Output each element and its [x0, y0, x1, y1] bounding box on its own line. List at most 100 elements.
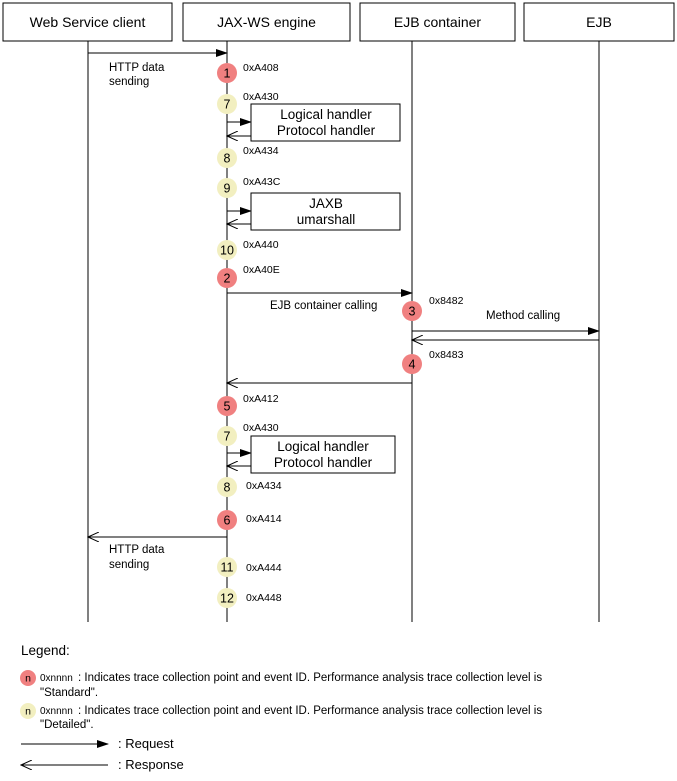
message-label: sending: [109, 559, 149, 571]
trace-marker: [217, 557, 237, 577]
trace-code: 0xA414: [246, 513, 282, 525]
message-http-in: HTTP data sending: [88, 49, 228, 88]
participant-label: EJB: [586, 14, 612, 30]
trace-marker: [217, 268, 237, 288]
message-label: EJB container calling: [270, 300, 377, 312]
trace-point-4: 4 0x8483: [402, 349, 464, 374]
legend-detailed-text: : Indicates trace collection point and e…: [78, 705, 542, 717]
trace-point-2: 2 0xA40E: [217, 264, 280, 288]
handler-box-1: Logical handler Protocol handler: [227, 103, 401, 142]
legend-request: : Request: [21, 736, 174, 751]
trace-number: 7: [224, 98, 231, 112]
trace-marker: [217, 94, 237, 114]
trace-point-9: 9 0xA43C: [217, 176, 281, 198]
trace-marker: [217, 588, 237, 608]
legend-marker-letter: n: [25, 706, 31, 718]
handler-box-line: Protocol handler: [274, 455, 373, 470]
trace-code: 0x8483: [429, 349, 464, 361]
message-http-out: HTTP data sending: [88, 537, 227, 571]
legend-request-label: : Request: [118, 736, 174, 751]
handler-box-line: Logical handler: [277, 439, 369, 454]
trace-point-3: 3 0x8482: [402, 295, 464, 321]
handler-box-line: JAXB: [309, 196, 343, 211]
participant-client: Web Service client: [2, 2, 173, 42]
participant-ejb: EJB: [523, 2, 675, 42]
handler-box-line: Protocol handler: [277, 123, 376, 138]
trace-code: 0xA440: [243, 239, 279, 251]
trace-marker: [217, 426, 237, 446]
trace-number: 12: [220, 592, 234, 606]
legend-marker-letter: n: [25, 673, 31, 685]
participant-engine: JAX-WS engine: [182, 2, 351, 42]
trace-marker: [217, 477, 237, 497]
trace-code: 0xA448: [246, 592, 282, 604]
trace-code: 0xA430: [243, 422, 279, 434]
trace-number: 6: [224, 514, 231, 528]
trace-number: 9: [224, 182, 231, 196]
legend-response: : Response: [21, 757, 184, 772]
handler-box-line: Logical handler: [280, 107, 372, 122]
trace-point-7a: 7 0xA430: [217, 91, 279, 114]
handler-box-2: Logical handler Protocol handler: [227, 435, 396, 474]
trace-point-8a: 8 0xA434: [217, 145, 279, 168]
legend-standard-text: "Standard".: [40, 687, 98, 699]
trace-code: 0xA412: [243, 393, 279, 405]
handler-box-jaxb: JAXB umarshall: [227, 192, 401, 231]
trace-marker: [402, 354, 422, 374]
message-label: HTTP data: [109, 544, 165, 556]
legend-standard-text: : Indicates trace collection point and e…: [78, 672, 542, 684]
message-label: Method calling: [486, 310, 560, 322]
trace-point-7b: 7 0xA430: [217, 422, 279, 446]
handler-box-line: umarshall: [297, 212, 356, 227]
message-method-call: Method calling: [412, 310, 600, 335]
message-ejb-call: EJB container calling: [227, 289, 413, 312]
participant-label: EJB container: [394, 14, 481, 30]
trace-code: 0x8482: [429, 295, 464, 307]
trace-code: 0xA43C: [243, 176, 281, 188]
message-label: HTTP data: [109, 62, 165, 74]
legend-standard: n 0xnnnn : Indicates trace collection po…: [20, 670, 542, 699]
trace-marker: [217, 240, 237, 260]
trace-marker: [402, 301, 422, 321]
trace-marker: [217, 63, 237, 83]
participant-ejb-container: EJB container: [359, 2, 516, 42]
trace-code: 0xA430: [243, 91, 279, 103]
trace-marker: [217, 148, 237, 168]
trace-number: 5: [224, 400, 231, 414]
trace-number: 2: [224, 272, 231, 286]
trace-marker: [217, 396, 237, 416]
trace-point-11: 11 0xA444: [217, 557, 282, 577]
legend-standard-marker: [20, 670, 36, 686]
trace-point-6: 6 0xA414: [217, 510, 282, 530]
legend-detailed-marker: [20, 703, 36, 719]
trace-number: 1: [224, 67, 231, 81]
trace-marker: [217, 178, 237, 198]
trace-code: 0xA434: [246, 480, 282, 492]
legend-code-placeholder: 0xnnnn: [40, 673, 73, 684]
message-label: sending: [109, 76, 149, 88]
trace-point-5: 5 0xA412: [217, 393, 279, 416]
trace-point-1: 1 0xA408: [217, 62, 279, 83]
legend-code-placeholder: 0xnnnn: [40, 706, 73, 717]
trace-number: 4: [409, 358, 416, 372]
trace-point-12: 12 0xA448: [217, 588, 282, 608]
trace-point-8b: 8 0xA434: [217, 477, 282, 497]
participant-label: JAX-WS engine: [217, 14, 316, 30]
trace-code: 0xA444: [246, 562, 282, 574]
legend-title: Legend:: [21, 643, 70, 658]
legend-response-label: : Response: [118, 757, 184, 772]
legend: Legend: n 0xnnnn : Indicates trace colle…: [20, 643, 542, 772]
trace-number: 10: [220, 244, 234, 258]
trace-number: 8: [224, 481, 231, 495]
trace-number: 3: [409, 305, 416, 319]
trace-code: 0xA40E: [243, 264, 280, 276]
trace-number: 7: [224, 430, 231, 444]
trace-code: 0xA434: [243, 145, 279, 157]
legend-detailed: n 0xnnnn : Indicates trace collection po…: [20, 703, 542, 731]
participant-label: Web Service client: [30, 14, 146, 30]
trace-number: 8: [224, 152, 231, 166]
trace-number: 11: [221, 561, 234, 575]
trace-marker: [217, 510, 237, 530]
trace-code: 0xA408: [243, 62, 279, 74]
